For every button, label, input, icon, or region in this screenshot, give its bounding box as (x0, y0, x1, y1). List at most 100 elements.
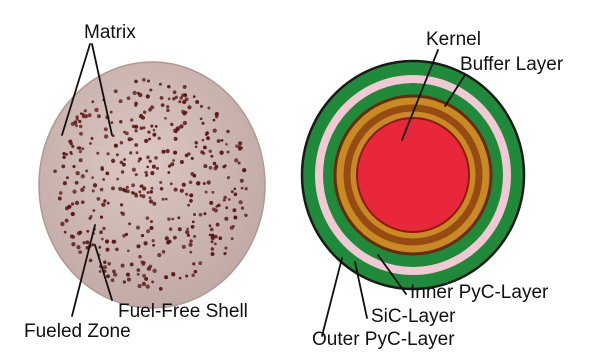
coated-particle-dot (214, 208, 218, 212)
coated-particle-dot (100, 215, 103, 218)
coated-particle-dot (207, 107, 210, 110)
coated-particle-dot (215, 112, 219, 116)
coated-particle-dot (65, 206, 69, 210)
coated-particle-dot (241, 187, 244, 190)
coated-particle-dot (233, 216, 237, 220)
coated-particle-dot (223, 252, 226, 255)
coated-particle-dot (157, 253, 161, 257)
coated-particle-dot (103, 260, 106, 263)
coated-particle-dot (147, 80, 150, 83)
coated-particle-dot (191, 225, 195, 229)
coated-particle-dot (58, 197, 62, 201)
coated-particle-dot (221, 139, 224, 142)
coated-particle-dot (234, 193, 238, 197)
coated-particle-dot (79, 125, 82, 128)
coated-particle-dot (152, 133, 156, 137)
inner-pyc-layer-label: Inner PyC-Layer (410, 282, 549, 303)
coated-particle-dot (73, 121, 77, 125)
coated-particle-dot (195, 100, 199, 104)
coated-particle-dot (146, 229, 150, 233)
coated-particle-dot (64, 231, 67, 234)
coated-particle-dot (140, 127, 144, 131)
coated-particle-dot (188, 243, 192, 247)
coated-particle-dot (106, 274, 110, 278)
coated-particle-dot (189, 199, 193, 203)
coated-particle-dot (81, 200, 85, 204)
coated-particle-dot (177, 216, 180, 219)
coated-particle-dot (152, 202, 156, 206)
coated-particle-dot (125, 233, 128, 236)
coated-particle-dot (196, 181, 200, 185)
coated-particle-dot (219, 151, 223, 155)
coated-particle-dot (242, 168, 246, 172)
coated-particle-dot (78, 250, 82, 254)
coated-particle-dot (173, 151, 177, 155)
coated-particle-dot (226, 130, 229, 133)
coated-particle-dot (213, 119, 216, 122)
coated-particle-dot (68, 139, 72, 143)
coated-particle-dot (146, 216, 150, 220)
outer-pyc-leader (322, 258, 342, 336)
coated-particle-dot (213, 128, 217, 132)
coated-particle-dot (84, 109, 87, 112)
coated-particle-dot (178, 100, 181, 103)
coated-particle-dot (245, 187, 248, 190)
coated-particle-dot (230, 226, 234, 230)
coated-particle-dot (148, 108, 152, 112)
coated-particle-dot (116, 178, 119, 181)
coated-particle-dot (81, 147, 84, 150)
coated-particle-dot (161, 103, 165, 107)
coated-particle-dot (102, 178, 105, 181)
coated-particle-dot (132, 91, 136, 95)
coated-particle-dot (53, 170, 57, 174)
coated-particle-dot (186, 228, 189, 231)
coated-particle-dot (234, 158, 238, 162)
coated-particle-dot (82, 241, 85, 244)
coated-particle-dot (137, 92, 140, 95)
coated-particle-dot (126, 273, 130, 277)
coated-particle-dot (201, 122, 204, 125)
coated-particle-dot (71, 235, 75, 239)
coated-particle-dot (89, 142, 92, 145)
coated-particle-dot (189, 251, 192, 254)
coated-particle-dot (78, 231, 82, 235)
coated-particle-dot (151, 187, 154, 190)
coated-particle-dot (227, 176, 230, 179)
coated-particle-dot (90, 215, 93, 218)
coated-particle-dot (173, 90, 177, 94)
coated-particle-dot (76, 118, 79, 121)
coated-particle-dot (75, 181, 79, 185)
coated-particle-dot (189, 180, 193, 184)
coated-particle-dot (187, 234, 190, 237)
coated-particle-dot (63, 181, 67, 185)
coated-particle-dot (146, 94, 150, 98)
coated-particle-dot (97, 114, 101, 118)
coated-particle-dot (180, 189, 184, 193)
coated-particle-dot (167, 171, 170, 174)
coated-particle-dot (165, 236, 169, 240)
sic-layer-label: SiC-Layer (371, 306, 456, 327)
coated-particle-dot (138, 190, 141, 193)
coated-particle-dot (71, 202, 74, 205)
coated-particle-dot (166, 109, 170, 113)
coated-particle-dot (159, 83, 162, 86)
coated-particle-dot (210, 155, 213, 158)
coated-particle-dot (210, 228, 214, 232)
coated-particle-dot (76, 171, 80, 175)
coated-particle-dot (133, 125, 136, 128)
coated-particle-dot (216, 223, 220, 227)
coated-particle-dot (103, 265, 107, 269)
coated-particle-dot (162, 150, 166, 154)
coated-particle-dot (132, 168, 136, 172)
coated-particle-dot (152, 244, 155, 247)
coated-particle-dot (101, 238, 104, 241)
coated-particle-dot (147, 191, 150, 194)
coated-particle-dot (86, 230, 89, 233)
coated-particle-dot (166, 149, 170, 153)
coated-particle-dot (209, 166, 213, 170)
coated-particle-dot (113, 272, 117, 276)
coated-particle-dot (214, 243, 217, 246)
coated-particle-dot (62, 155, 65, 158)
coated-particle-dot (105, 248, 109, 252)
coated-particle-dot (172, 159, 175, 162)
